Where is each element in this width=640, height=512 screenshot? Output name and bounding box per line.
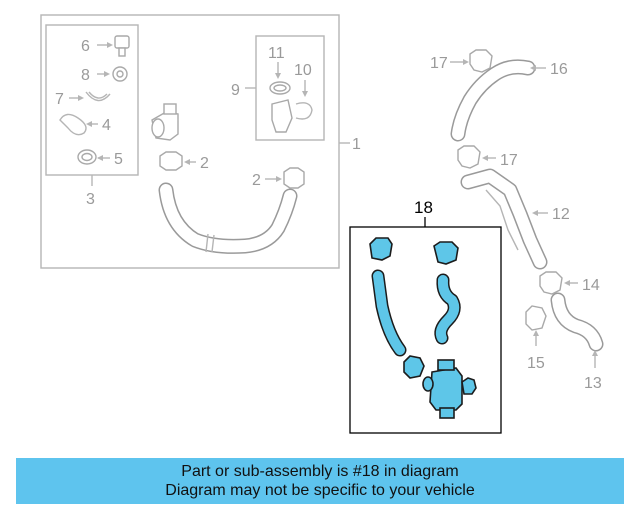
callout-15[interactable]: 15 — [527, 355, 545, 372]
part-11-oring-hole — [273, 84, 287, 92]
part-5-gasket-hole — [81, 152, 93, 162]
callout-16[interactable]: 16 — [550, 61, 568, 78]
part-17-clamp-lower — [457, 145, 481, 169]
part-7-clip — [85, 91, 111, 102]
part-16-pipe-inner — [452, 60, 534, 140]
part-18-pump-body — [429, 367, 463, 411]
arrowhead-17a — [463, 59, 469, 65]
arrowhead-14 — [564, 280, 570, 286]
info-banner: Part or sub-assembly is #18 in diagram D… — [16, 458, 624, 504]
callout-14[interactable]: 14 — [582, 277, 600, 294]
part-12-pipe-inner — [462, 170, 546, 268]
arrowhead-4 — [86, 121, 92, 127]
part-11-fitting — [271, 99, 293, 133]
thermostat-housing-port — [151, 118, 165, 138]
part-8-washer-hole — [116, 70, 124, 78]
part-18-pump-base — [439, 407, 455, 419]
parts-diagram: 1 3 6 8 7 4 5 2 2 9 11 — [40, 14, 604, 434]
part-13-hose-inner — [552, 294, 602, 350]
part-18-hose-short-inner — [435, 275, 460, 343]
part-18-clamp-left — [369, 237, 393, 261]
arrowhead-5 — [97, 155, 103, 161]
callout-11[interactable]: 11 — [268, 45, 285, 62]
thermostat-housing-top — [163, 103, 177, 115]
part-18-clamp-right — [433, 241, 459, 265]
part-15-clamp — [525, 305, 547, 331]
part-17-clamp-upper — [469, 49, 493, 73]
part-18-clamp-mid — [403, 355, 425, 379]
banner-line-2: Diagram may not be specific to your vehi… — [165, 482, 475, 499]
arrowhead-10 — [302, 91, 308, 97]
assembly-18-frame — [349, 226, 502, 434]
part-2-clamp-left — [159, 151, 183, 171]
callout-12[interactable]: 12 — [552, 206, 570, 223]
callout-4[interactable]: 4 — [102, 117, 111, 134]
grey-hose-band — [205, 233, 209, 253]
arrowhead-7 — [78, 95, 84, 101]
callout-5[interactable]: 5 — [114, 151, 123, 168]
part-12-branch — [485, 189, 519, 251]
arrowhead-2a — [184, 159, 190, 165]
callout-2b[interactable]: 2 — [252, 172, 261, 189]
part-6-valve — [114, 35, 130, 49]
arrowhead-13 — [592, 350, 598, 356]
callout-1[interactable]: 1 — [352, 136, 361, 153]
grey-hose-band2 — [211, 234, 215, 253]
callout-18[interactable]: 18 — [414, 198, 433, 217]
part-18-pump-top — [437, 359, 455, 371]
arrowhead-2b — [276, 176, 282, 182]
arrowhead-16 — [530, 65, 536, 71]
part-4-oring — [59, 113, 87, 136]
arrowhead-6 — [107, 42, 113, 48]
arrowhead-11 — [275, 73, 281, 79]
arrowhead-8 — [104, 71, 110, 77]
callout-17a[interactable]: 17 — [430, 55, 448, 72]
part-6-valve-stem — [118, 47, 126, 57]
arrowhead-12 — [532, 210, 538, 216]
callout-8[interactable]: 8 — [81, 67, 90, 84]
assembly-1-frame — [40, 14, 340, 269]
part-18-clamp-small — [461, 377, 477, 395]
arrowhead-17b — [482, 155, 488, 161]
banner-line-1: Part or sub-assembly is #18 in diagram — [181, 463, 459, 480]
callout-3[interactable]: 3 — [86, 191, 95, 208]
part-2-clamp-right — [283, 167, 305, 189]
callout-10[interactable]: 10 — [294, 62, 312, 79]
callout-6[interactable]: 6 — [81, 38, 90, 55]
arrowhead-15 — [533, 330, 539, 336]
callout-7[interactable]: 7 — [55, 91, 64, 108]
callout-2a[interactable]: 2 — [200, 155, 209, 172]
part-18-pump-outlet — [422, 376, 434, 392]
part-14-clamp — [539, 271, 563, 295]
grey-hose-main-inner — [160, 184, 296, 253]
callout-17b[interactable]: 17 — [500, 152, 518, 169]
part-10-clip — [295, 102, 313, 120]
callout-9[interactable]: 9 — [231, 82, 240, 99]
callout-13[interactable]: 13 — [584, 375, 602, 392]
part-7-clip-inner — [88, 91, 108, 99]
part-18-hose-long-inner — [373, 271, 405, 355]
